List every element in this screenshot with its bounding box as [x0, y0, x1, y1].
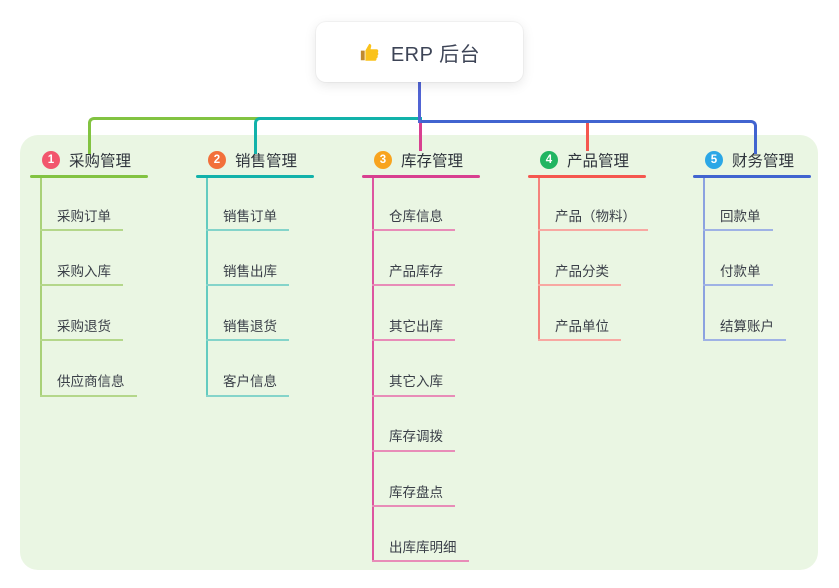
- branch-item[interactable]: 采购入库: [40, 256, 123, 287]
- branch-items-connector: [206, 178, 208, 397]
- branch-label: 采购管理: [69, 153, 132, 170]
- branch-number-badge: 5: [705, 151, 723, 169]
- branch-item[interactable]: 回款单: [703, 201, 773, 231]
- root-node[interactable]: ERP 后台: [316, 22, 523, 82]
- branch-items-connector: [40, 178, 42, 397]
- branch-item[interactable]: 供应商信息: [40, 367, 137, 397]
- branch-number-badge: 3: [374, 151, 392, 169]
- branch-item[interactable]: 出库库明细: [372, 532, 469, 563]
- branch-item[interactable]: 其它出库: [372, 311, 455, 342]
- root-label: ERP 后台: [390, 43, 481, 66]
- branch-item[interactable]: 产品分类: [538, 256, 621, 287]
- branch-underline: [693, 175, 811, 178]
- branch-item[interactable]: 销售退货: [206, 311, 289, 342]
- branch-item[interactable]: 销售订单: [206, 201, 289, 231]
- branch-title-product[interactable]: 4 产品管理: [540, 150, 629, 170]
- connector-branch-product: [585, 120, 589, 151]
- branch-item[interactable]: 产品（物料）: [538, 201, 648, 231]
- branch-item[interactable]: 采购订单: [40, 201, 123, 231]
- branch-item[interactable]: 库存盘点: [372, 477, 455, 507]
- branch-underline: [196, 175, 314, 178]
- branch-label: 财务管理: [732, 153, 795, 170]
- branch-items-connector: [538, 178, 540, 342]
- branch-item[interactable]: 库存调拨: [372, 422, 455, 452]
- branch-title-inventory[interactable]: 3 库存管理: [374, 150, 463, 170]
- branch-number-badge: 4: [540, 151, 558, 169]
- branch-underline: [362, 175, 480, 178]
- branch-number-badge: 2: [208, 151, 226, 169]
- branch-item[interactable]: 结算账户: [703, 311, 786, 342]
- connector-root-stem: [417, 82, 421, 123]
- branch-item[interactable]: 其它入库: [372, 367, 455, 397]
- connector-branch-finance: [419, 120, 757, 154]
- branch-item[interactable]: 产品单位: [538, 311, 621, 342]
- branch-items-connector: [372, 178, 374, 563]
- branch-item[interactable]: 仓库信息: [372, 201, 455, 231]
- branch-item[interactable]: 采购退货: [40, 311, 123, 342]
- branch-underline: [30, 175, 148, 178]
- branch-label: 销售管理: [235, 153, 298, 170]
- connector-branch-sales: [253, 117, 422, 154]
- branch-item[interactable]: 产品库存: [372, 256, 455, 287]
- branch-item[interactable]: 客户信息: [206, 367, 289, 397]
- branch-number-badge: 1: [42, 151, 60, 169]
- thumbs-up-icon: [359, 41, 381, 63]
- branch-title-finance[interactable]: 5 财务管理: [705, 150, 794, 170]
- connector-branch-inventory: [418, 117, 422, 151]
- branches-panel: [20, 135, 818, 570]
- branch-title-sales[interactable]: 2 销售管理: [208, 150, 297, 170]
- branch-items-connector: [703, 178, 705, 342]
- branch-underline: [528, 175, 646, 178]
- branch-title-purchase[interactable]: 1 采购管理: [42, 150, 131, 170]
- branch-item[interactable]: 销售出库: [206, 256, 289, 287]
- branch-item[interactable]: 付款单: [703, 256, 773, 287]
- branch-label: 产品管理: [567, 153, 630, 170]
- branch-label: 库存管理: [401, 153, 464, 170]
